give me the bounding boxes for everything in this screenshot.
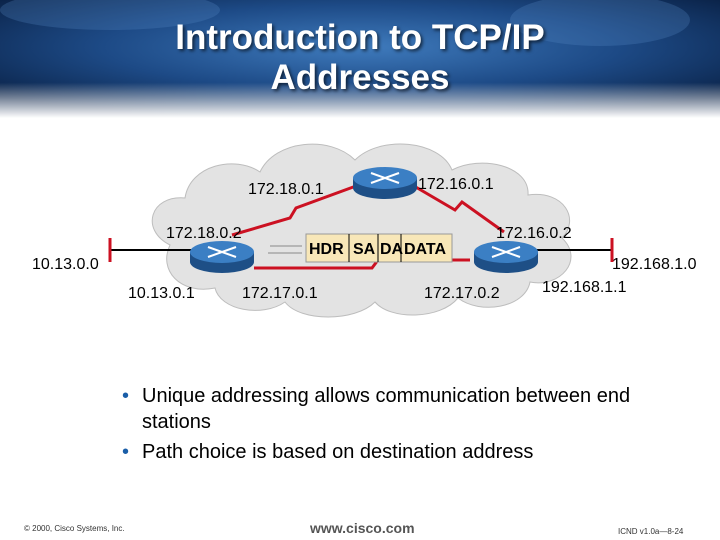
- label-172-18-0-2: 172.18.0.2: [166, 225, 242, 242]
- network-cloud: [151, 143, 572, 318]
- packet-hdr: HDR: [309, 241, 344, 258]
- bullet-item: • Unique addressing allows communication …: [120, 383, 680, 435]
- router-left: [190, 241, 254, 273]
- banner-background: [0, 0, 720, 118]
- router-right: [474, 241, 538, 273]
- bullet-icon: •: [122, 385, 130, 407]
- label-172-18-0-1: 172.18.0.1: [248, 181, 324, 198]
- slide-title: Introduction to TCP/IP Addresses: [0, 18, 720, 98]
- label-172-17-0-1: 172.17.0.1: [242, 285, 318, 302]
- title-line-2: Addresses: [270, 58, 450, 97]
- packet-data: DATA: [404, 241, 447, 258]
- bullet-item: • Path choice is based on destination add…: [120, 439, 680, 465]
- footer-website: www.cisco.com: [310, 520, 415, 536]
- serial-link-left: [231, 184, 357, 237]
- footer-copyright: © 2000, Cisco Systems, Inc.: [24, 524, 125, 533]
- bullet-icon: •: [122, 441, 130, 463]
- bullet-list: • Unique addressing allows communication …: [120, 383, 680, 469]
- packet-da: DA: [380, 241, 404, 258]
- label-net-10-13-0-0: 10.13.0.0: [32, 256, 99, 273]
- label-172-16-0-1: 172.16.0.1: [418, 176, 494, 193]
- footer-course-id: ICND v1.0a—8-24: [618, 527, 684, 536]
- bullet-text: Path choice is based on destination addr…: [142, 441, 534, 463]
- label-10-13-0-1: 10.13.0.1: [128, 285, 195, 302]
- label-192-168-1-1: 192.168.1.1: [542, 279, 627, 296]
- packet: HDR SA DA DATA: [305, 233, 453, 263]
- label-net-192-168-1-0: 192.168.1.0: [612, 256, 697, 273]
- label-172-17-0-2: 172.17.0.2: [424, 285, 500, 302]
- serial-link-right: [413, 184, 505, 234]
- title-line-1: Introduction to TCP/IP: [175, 18, 545, 57]
- router-top: [353, 167, 417, 199]
- bullet-text: Unique addressing allows communication b…: [142, 385, 631, 433]
- title-banner: Introduction to TCP/IP Addresses: [0, 0, 720, 118]
- label-172-16-0-2: 172.16.0.2: [496, 225, 572, 242]
- network-diagram: HDR SA DA DATA 172.18.0.1 172.16.0.1 172…: [32, 143, 697, 318]
- packet-sa: SA: [353, 241, 376, 258]
